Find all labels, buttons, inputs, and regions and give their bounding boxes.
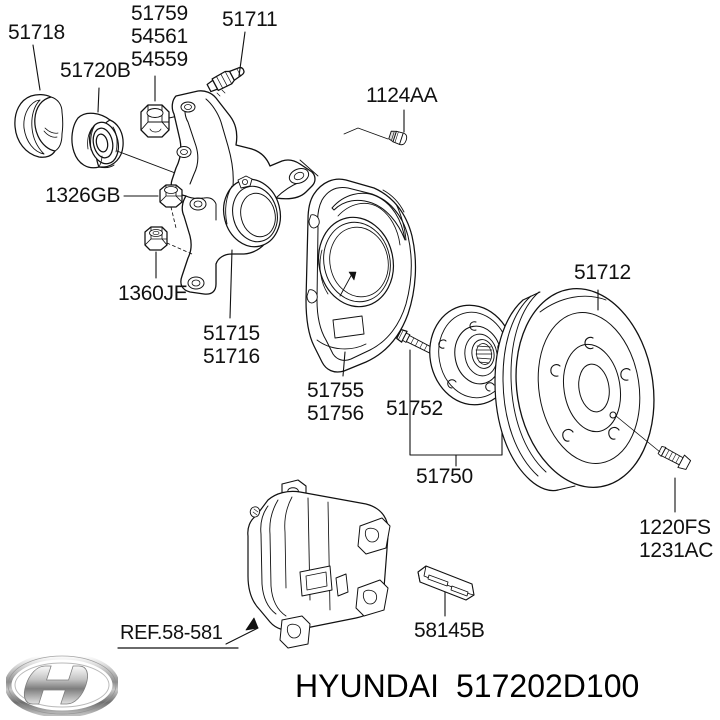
- brand-name: HYUNDAI: [295, 668, 440, 704]
- part-splash-shield-screw-1124AA: [343, 109, 408, 146]
- part-label-51759-54561-54559: 51759 54561 54559: [131, 2, 188, 71]
- part-hex-nut-1326GB: [123, 184, 183, 229]
- part-label-51712: 51712: [574, 261, 631, 284]
- part-disc-retaining-screw-1220FS: [615, 415, 692, 513]
- part-brake-dust-cover-51755: [299, 159, 417, 377]
- part-label-51711: 51711: [222, 8, 278, 31]
- part-flange-nut-1360JE: [144, 226, 193, 279]
- part-label-51715-51716: 51715 51716: [203, 322, 260, 368]
- part-steering-knuckle-51715: [170, 90, 316, 319]
- part-label-51720B: 51720B: [60, 59, 131, 82]
- hyundai-logo: [6, 654, 118, 716]
- part-label-58145B: 58145B: [414, 619, 485, 642]
- reference-label-58-581: REF.58-581: [120, 622, 223, 644]
- part-label-1360JE: 1360JE: [118, 282, 188, 305]
- part-brake-caliper-ref-58-581: [117, 479, 391, 649]
- part-label-51752: 51752: [386, 397, 443, 420]
- part-label-1220FS-1231AC: 1220FS 1231AC: [639, 516, 714, 562]
- part-label-51718: 51718: [8, 21, 65, 44]
- part-label-1326GB: 1326GB: [45, 184, 121, 207]
- part-knuckle-bolt-51711: [206, 31, 246, 100]
- part-label-1124AA: 1124AA: [366, 84, 438, 107]
- part-ball-joint-nut-51759: [140, 75, 197, 138]
- part-label-51755-51756: 51755 51756: [307, 379, 364, 425]
- part-label-51750: 51750: [416, 465, 473, 488]
- part-pad-retaining-clip-58145B: [417, 565, 475, 617]
- part-snap-ring-51718: [14, 44, 64, 158]
- part-brake-disc-51712: [494, 288, 655, 492]
- part-wheel-bearing-51720B: [71, 87, 237, 197]
- part-wheel-hub-assembly-51750: [409, 304, 515, 467]
- part-hub-bolt-51752: [396, 328, 433, 431]
- part-number: 517202D100: [456, 668, 640, 704]
